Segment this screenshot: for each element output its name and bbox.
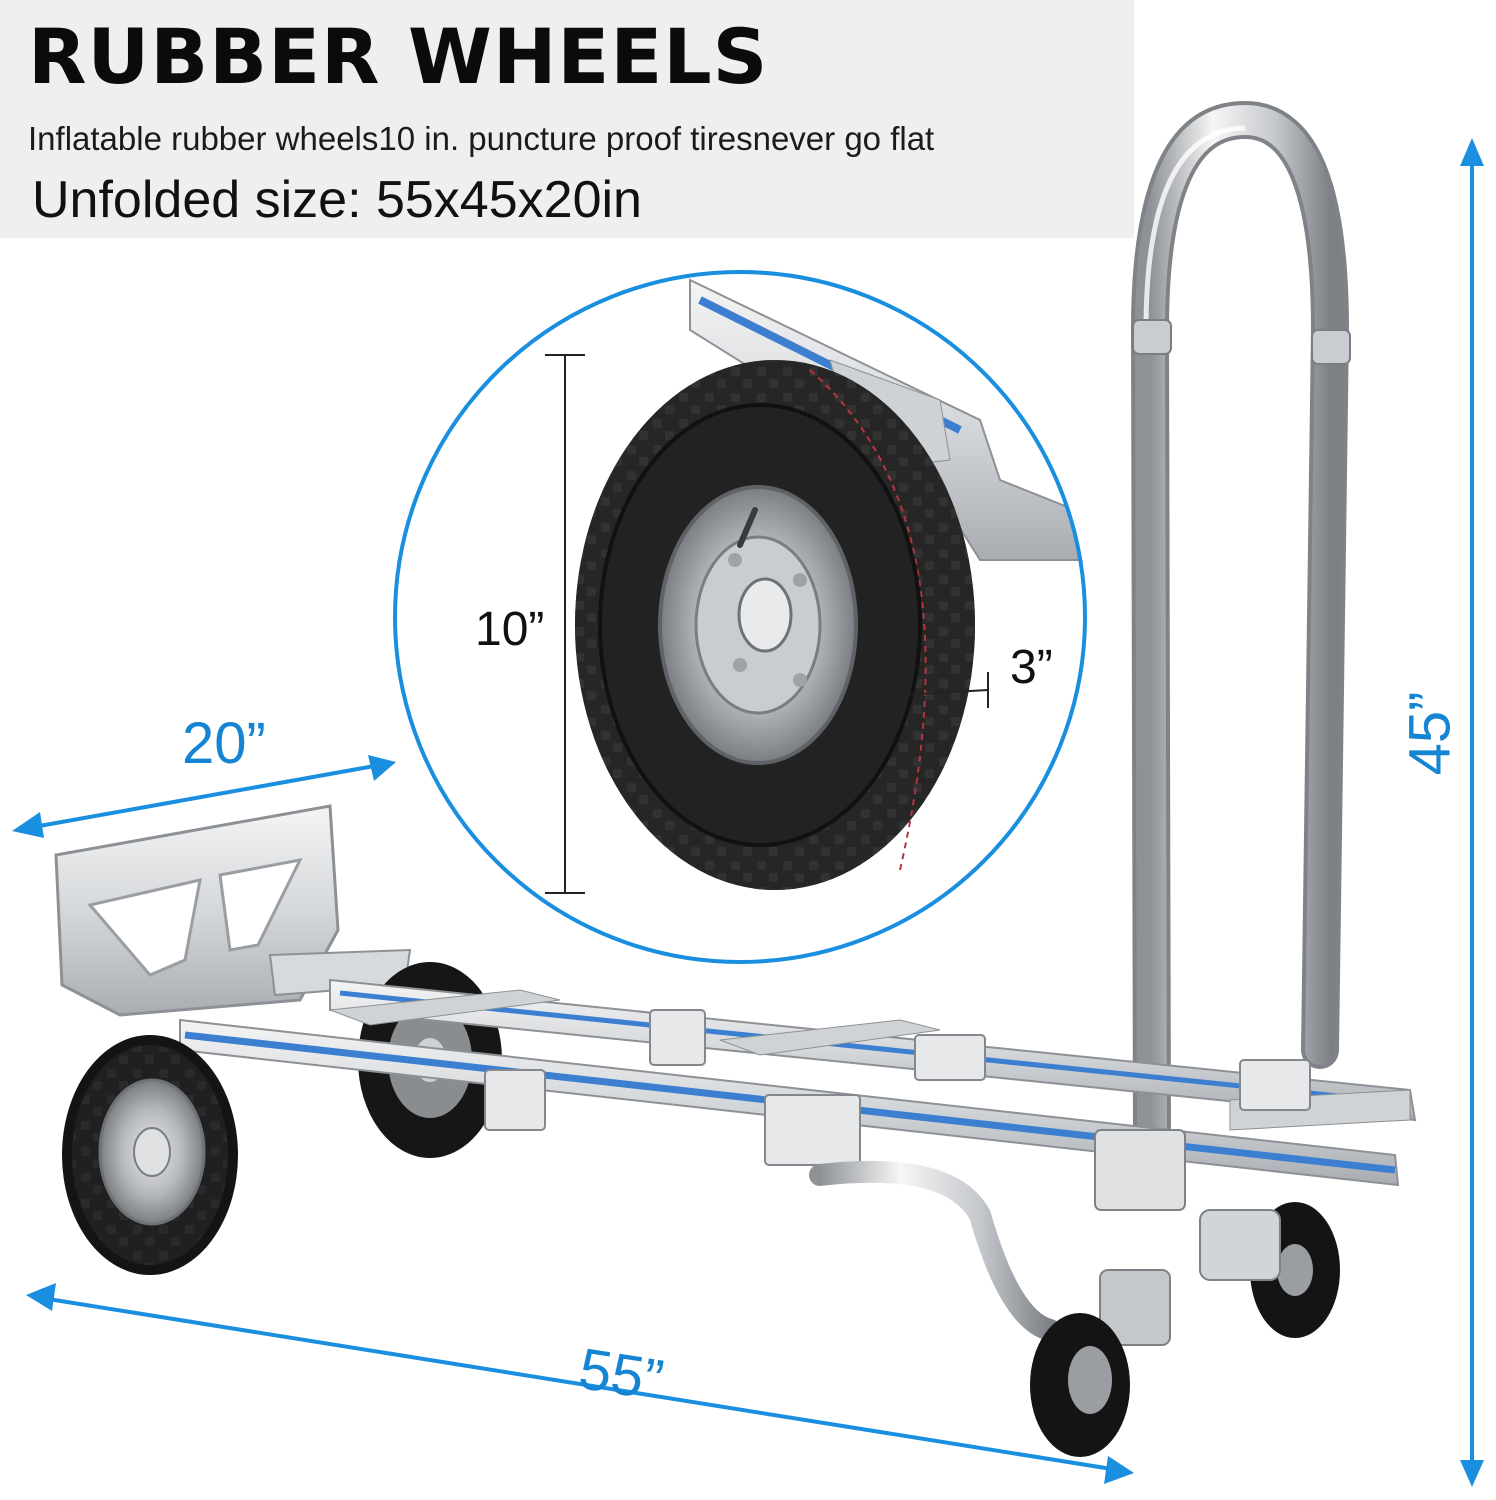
caster-wheels: [1030, 1129, 1340, 1457]
lower-tube: [809, 1160, 1061, 1341]
wheel-height-indicator: [545, 354, 585, 894]
header-panel: RUBBER WHEELS Inflatable rubber wheels10…: [0, 0, 1134, 238]
handle: [1130, 100, 1351, 1159]
frame-rails: [179, 978, 1417, 1187]
subheadline: Inflatable rubber wheels10 in. puncture …: [28, 120, 935, 157]
wheel-width-indicator: [899, 672, 989, 714]
front-large-wheel: [62, 1035, 238, 1275]
width-label: 20”: [182, 711, 266, 776]
height-arrow: [1460, 138, 1484, 1487]
length-arrow: [26, 1283, 1134, 1484]
wheel-closeup-circle: [393, 270, 1087, 964]
nose-plate: [54, 804, 412, 1017]
length-label: 55”: [574, 1335, 668, 1414]
wheel-width-label: 3”: [1010, 641, 1053, 694]
width-arrow: [12, 755, 396, 838]
height-label: 45”: [1397, 691, 1463, 776]
headline: RUBBER WHEELS: [28, 12, 769, 101]
unfolded-size: Unfolded size: 55x45x20in: [32, 171, 642, 229]
wheel-diameter-label: 10”: [475, 603, 545, 656]
